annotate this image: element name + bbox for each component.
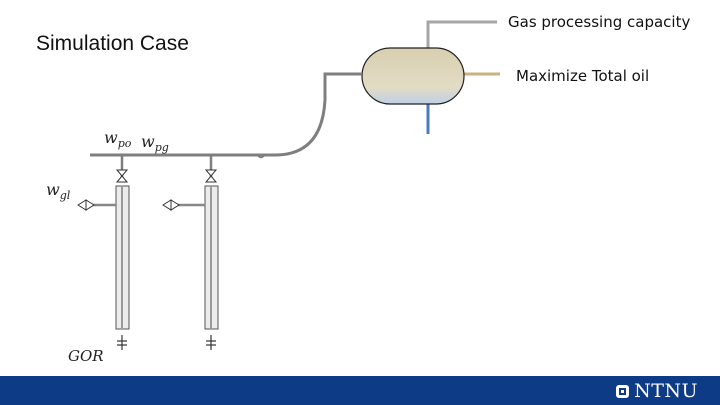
slide-title: Simulation Case: [36, 32, 189, 55]
maximize-oil-label: Maximize Total oil: [516, 67, 650, 85]
well-1: [77, 155, 130, 350]
gor-symbol: GOR: [68, 347, 104, 365]
oil-flow-symbol: wpo: [104, 128, 132, 151]
ntnu-logo-icon: [616, 384, 630, 398]
inlet-pipeline: [90, 72, 362, 157]
gas-lift-symbol: wgl: [46, 180, 71, 203]
pipeline-squiggle: [251, 153, 265, 159]
ntnu-logo-text: NTNU: [634, 380, 698, 402]
footer-bar: NTNU: [0, 376, 720, 405]
well-2: [162, 155, 219, 350]
ntnu-logo: NTNU: [616, 380, 698, 402]
gas-outlet-line: [426, 20, 497, 50]
gas-capacity-label: Gas processing capacity: [508, 13, 691, 31]
separator-vessel: [361, 47, 465, 105]
gas-flow-symbol: wpg: [141, 132, 169, 155]
